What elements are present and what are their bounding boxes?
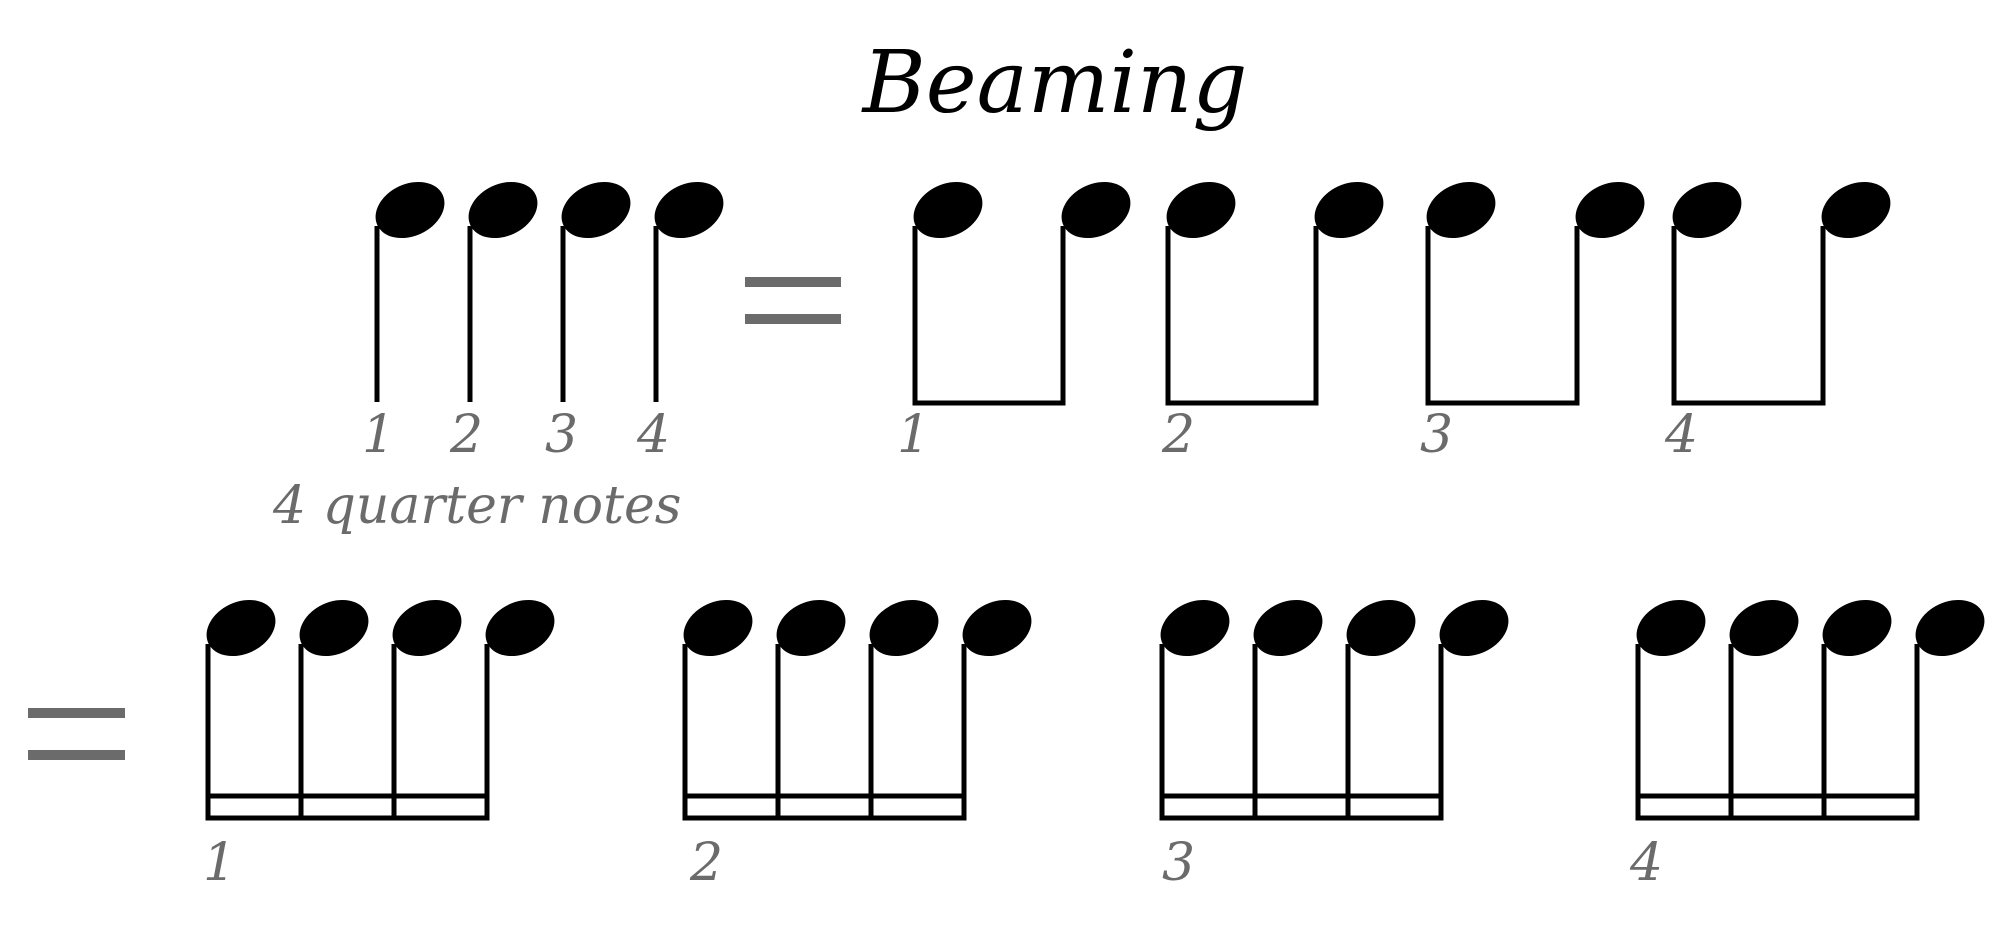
diagram-title: Beaming	[861, 33, 1248, 133]
quarter-note-4-notehead	[654, 181, 724, 239]
sixteenth-note-4-2-notehead	[1729, 599, 1799, 657]
sixteenth-note-2-1-notehead	[683, 599, 753, 657]
quarter-note-1-notehead	[375, 181, 445, 239]
sixteenth-note-3-2-notehead	[1253, 599, 1323, 657]
eighth-note-4b-notehead	[1821, 181, 1891, 239]
sixteenth-note-4-4-notehead	[1915, 599, 1985, 657]
sixteenth-note-2-3-notehead	[869, 599, 939, 657]
count-label-sixteenth-1: 1	[203, 833, 236, 893]
count-label-sixteenth-4: 4	[1629, 833, 1663, 893]
sixteenth-note-4-3-notehead	[1822, 599, 1892, 657]
quarter-note-2-notehead	[468, 181, 538, 239]
eighth-note-1a-notehead	[913, 181, 983, 239]
sixteenth-note-1-3-notehead	[392, 599, 462, 657]
equals-sign-1-bottom-bar	[745, 314, 841, 324]
sixteenth-note-2-4-notehead	[962, 599, 1032, 657]
count-label-quarter-1: 1	[362, 405, 395, 465]
equals-sign-2	[28, 708, 125, 760]
sixteenth-note-1-4-notehead	[485, 599, 555, 657]
sixteenth-note-2-2-notehead	[776, 599, 846, 657]
sixteenth-note-3-1-notehead	[1160, 599, 1230, 657]
eighth-note-3b-notehead	[1575, 181, 1645, 239]
sixteenth-note-4-1-notehead	[1636, 599, 1706, 657]
eighth-note-2b-notehead	[1314, 181, 1384, 239]
count-label-quarter-3: 3	[545, 405, 578, 465]
eighth-note-3a-notehead	[1426, 181, 1496, 239]
eighth-note-4a-notehead	[1672, 181, 1742, 239]
count-label-sixteenth-2: 2	[689, 833, 723, 893]
quarter-notes-group	[374, 181, 724, 402]
sixteenth-note-groups-group	[205, 599, 1985, 821]
count-label-sixteenth-3: 3	[1162, 833, 1195, 893]
count-label-quarter-2: 2	[449, 405, 483, 465]
count-label-eighth-2: 2	[1161, 405, 1195, 465]
equals-sign-1	[745, 277, 841, 324]
count-label-quarter-4: 4	[636, 405, 670, 465]
sixteenth-note-1-1-notehead	[206, 599, 276, 657]
sixteenth-note-3-4-notehead	[1439, 599, 1509, 657]
count-label-eighth-1: 1	[897, 405, 930, 465]
eighth-note-pairs-group	[912, 181, 1891, 406]
count-label-eighth-3: 3	[1420, 405, 1453, 465]
sixteenth-note-3-3-notehead	[1346, 599, 1416, 657]
eighth-note-1b-notehead	[1061, 181, 1131, 239]
quarter-notes-caption: 4 quarter notes	[272, 476, 681, 536]
eighth-note-2a-notehead	[1166, 181, 1236, 239]
count-label-eighth-4: 4	[1664, 405, 1698, 465]
equals-sign-1-top-bar	[745, 277, 841, 287]
quarter-note-3-notehead	[561, 181, 631, 239]
equals-sign-2-bottom-bar	[28, 750, 125, 760]
equals-sign-2-top-bar	[28, 708, 125, 718]
sixteenth-note-1-2-notehead	[299, 599, 369, 657]
